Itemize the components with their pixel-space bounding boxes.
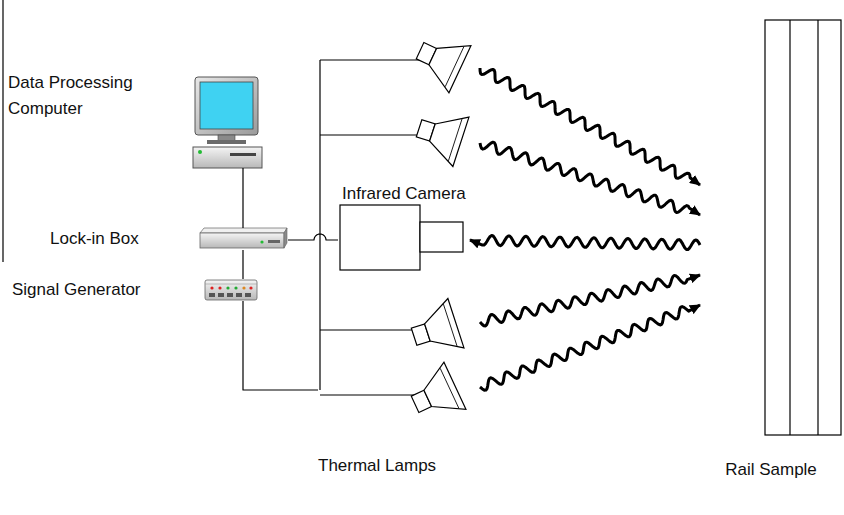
signal-generator-icon-part [226, 286, 229, 289]
camera-node: Infrared Camera [338, 184, 470, 272]
lamp-wiring-part [320, 394, 415, 395]
signal-generator-icon-part [236, 293, 242, 297]
heat-radiation-arrow [470, 235, 700, 249]
signal-generator-icon-part [218, 293, 224, 297]
rail-sample-shape [765, 20, 841, 435]
lock-in-node: Lock-in Box [48, 228, 288, 250]
signal-generator-icon-part [205, 280, 257, 300]
lamp-icon-part [424, 108, 469, 167]
camera-icon-part [420, 222, 463, 252]
rail-sample-shape-part [789, 20, 790, 435]
lock-in-icon [200, 228, 287, 248]
node-label: Data Processing Computer [8, 70, 148, 122]
lamp-wiring-part [320, 134, 420, 135]
lamp-icon-part [440, 368, 459, 408]
lock-in-icon-part [200, 228, 287, 233]
lamp-icon-part [443, 304, 457, 346]
lamp-icon [411, 103, 469, 166]
camera-icon-part [340, 205, 420, 270]
lamp-wiring-part [320, 59, 420, 60]
signal-wire [243, 301, 318, 390]
lock-in-icon-part [284, 228, 287, 248]
lamp-icon-part [445, 47, 464, 87]
lamp-wiring-part [320, 329, 415, 330]
frame-line-part [2, 0, 3, 262]
node-label: Lock-in Box [50, 229, 139, 249]
rail-sample-shape-part [765, 20, 841, 435]
lamp-group-node: Thermal Lamps [318, 20, 480, 478]
lamp-icon [404, 362, 466, 428]
computer-icon-part [198, 150, 202, 154]
computer-node: Data Processing Computer [8, 70, 262, 168]
rail-sample-node: Rail Sample [700, 20, 842, 482]
computer-icon-part [230, 153, 256, 156]
signal-generator-icon-part [209, 293, 215, 297]
lock-in-icon-part [260, 240, 263, 243]
frame-line [3, 0, 4, 262]
signal-wire [288, 234, 338, 240]
signal-generator-icon-part [210, 286, 213, 289]
node-label: Signal Generator [12, 280, 141, 300]
lamp-icon-part [417, 362, 466, 422]
signal-wire [242, 250, 243, 279]
node-label: Infrared Camera [342, 184, 466, 204]
lamp-wiring [320, 60, 420, 395]
lamp-icon-part [422, 33, 471, 93]
node-label: Thermal Lamps [318, 456, 436, 476]
heat-radiation-arrow [480, 142, 700, 215]
lock-in-icon-part [268, 240, 280, 243]
heat-radiation-arrow [480, 275, 700, 326]
signal-generator-icon-part [218, 286, 221, 289]
heat-radiation-arrow [480, 68, 700, 185]
rail-sample-shape-part [817, 20, 818, 435]
heat-radiation-arrow [480, 305, 700, 390]
signal-generator-icon-part [227, 293, 233, 297]
lamp-icon [409, 27, 471, 93]
camera-icon [340, 205, 463, 270]
computer-icon-part [207, 140, 246, 144]
lamp-icon-part [419, 298, 464, 357]
lamp-icon-part [448, 119, 462, 161]
signal-generator-icon-part [234, 286, 237, 289]
lamp-icon [406, 298, 464, 361]
signal-generator-icon-part [249, 286, 252, 289]
computer-icon-part [195, 77, 258, 135]
signal-generator-icon-part [205, 284, 257, 285]
signal-generator-icon-part [245, 293, 251, 297]
signal-generator-icon [205, 280, 257, 300]
computer-icon-part [200, 82, 253, 129]
computer-icon [193, 77, 262, 168]
signal-generator-icon-part [242, 286, 245, 289]
signal-wire [242, 168, 243, 228]
lock-in-icon-part [200, 233, 284, 248]
node-label: Rail Sample [700, 460, 842, 480]
signal-generator-node: Signal Generator [10, 279, 258, 301]
computer-icon-part [193, 147, 262, 168]
lamp-wiring-part [319, 60, 320, 390]
